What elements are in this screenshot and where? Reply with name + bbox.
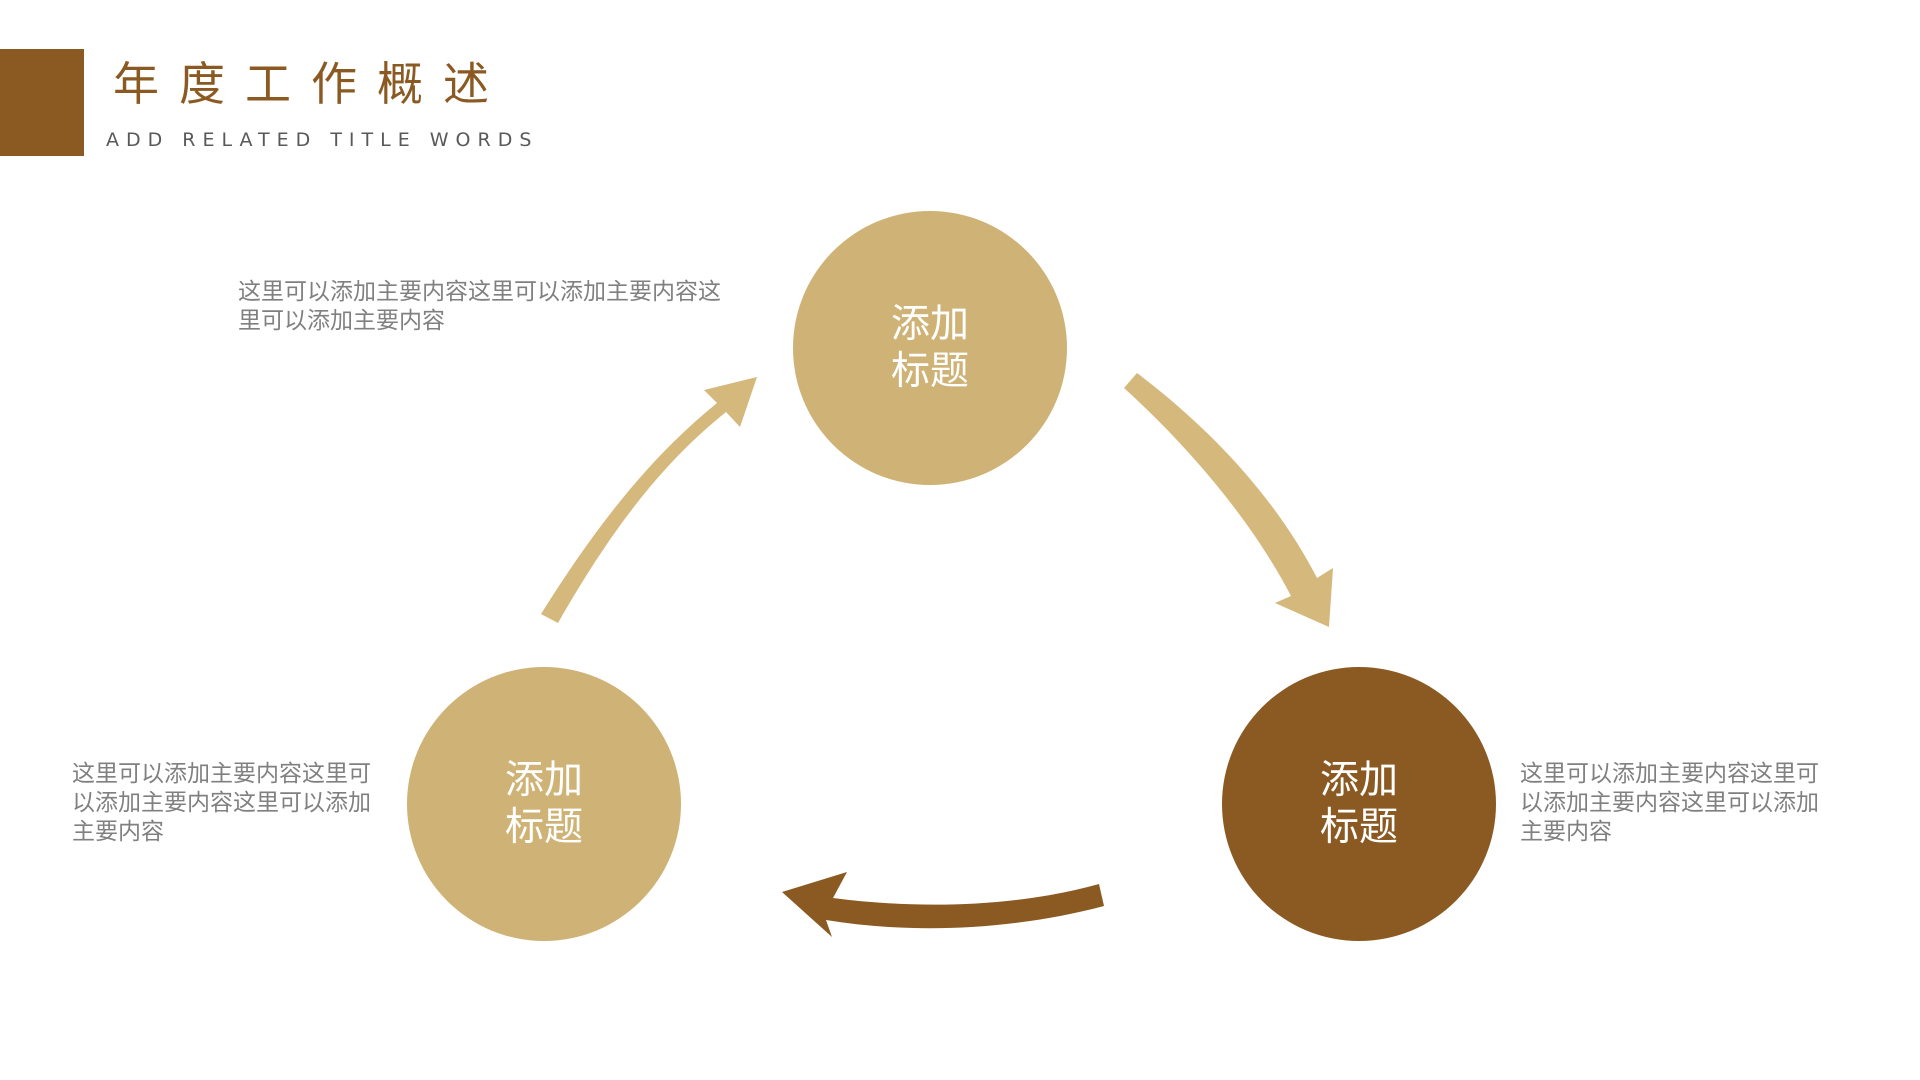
slide-subtitle: ADD RELATED TITLE WORDS <box>106 129 539 151</box>
arrow-right-to-left <box>782 872 1104 937</box>
slide-title: 年度工作概述 <box>113 57 509 111</box>
node-label: 添加标题 <box>1319 758 1398 850</box>
description-top: 这里可以添加主要内容这里可以添加主要内容这里可以添加主要内容 <box>238 279 721 334</box>
cycle-node-top: 添加标题 <box>793 211 1067 485</box>
node-label: 添加标题 <box>890 302 969 394</box>
description-left: 这里可以添加主要内容这里可以添加主要内容这里可以添加主要内容 <box>72 761 371 845</box>
cycle-node-right: 添加标题 <box>1222 667 1496 941</box>
arrow-top-to-right <box>1124 373 1333 627</box>
cycle-node-left: 添加标题 <box>407 667 681 941</box>
title-accent-block <box>0 49 84 156</box>
description-right: 这里可以添加主要内容这里可以添加主要内容这里可以添加主要内容 <box>1520 761 1819 845</box>
arrow-left-to-top <box>541 377 757 623</box>
node-label: 添加标题 <box>504 758 583 850</box>
